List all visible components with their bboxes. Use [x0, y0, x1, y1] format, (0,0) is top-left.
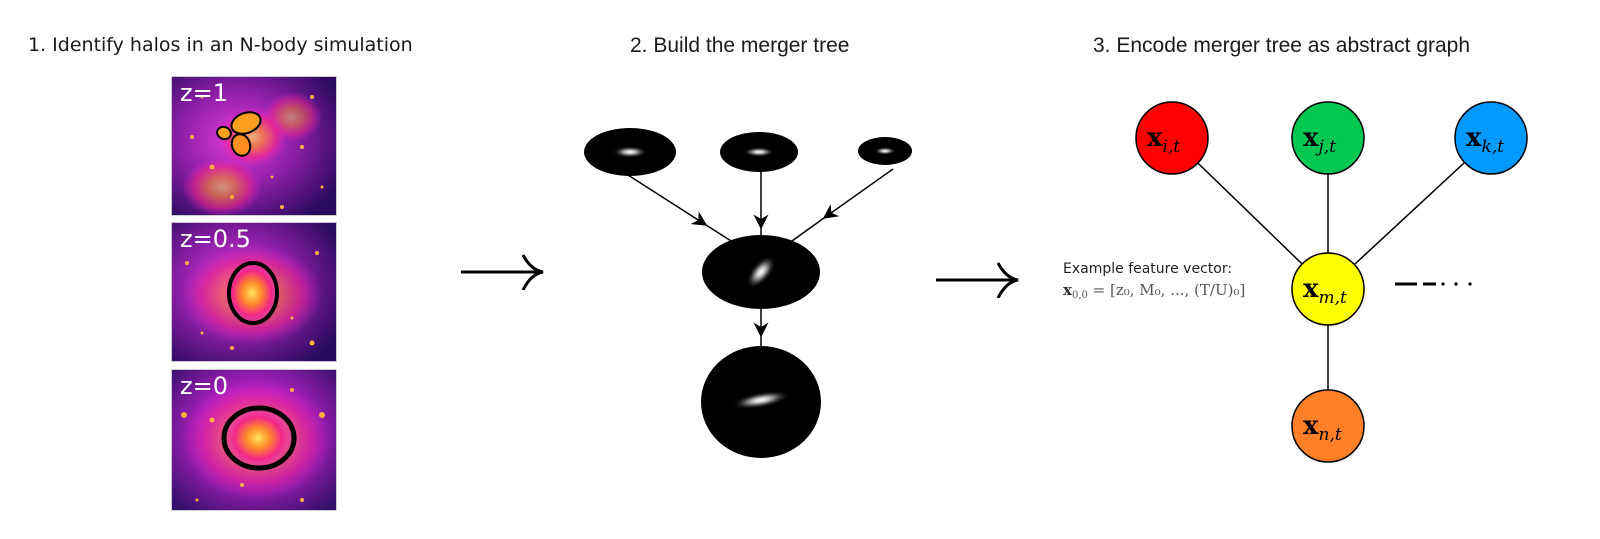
halo-marker — [221, 405, 297, 471]
step3-title: 3. Encode merger tree as abstract graph — [1093, 34, 1471, 57]
graph-node-i — [1135, 101, 1209, 175]
redshift-label: z=1 — [180, 79, 228, 107]
graph-node-label-m: xm,t — [1303, 274, 1347, 308]
halo-marker — [216, 125, 232, 141]
progenitor-halo-2 — [720, 132, 798, 172]
feature-vector-values: = [z₀, M₀, ..., (T/U)₀] — [1092, 281, 1246, 299]
graph-node-label-i: xi,t — [1147, 123, 1180, 157]
snapshot-z0.5: z=0.5 — [171, 222, 337, 362]
graph-node-label-n: xn,t — [1303, 411, 1342, 445]
abstract-graph: xi,t xj,t xk,t xm,t xn,t — [1135, 101, 1528, 463]
step1-title: 1. Identify halos in an N-body simulatio… — [28, 34, 413, 56]
continuation-ellipsis-icon — [1395, 282, 1472, 286]
arrow-step1-to-2-icon — [461, 254, 544, 290]
feature-vector-subscript: 0,0 — [1071, 290, 1088, 301]
graph-node-label-j: xj,t — [1303, 123, 1336, 157]
feature-vector-symbol: x — [1063, 281, 1072, 299]
graph-node-m — [1291, 252, 1365, 326]
graph-node-j — [1291, 101, 1365, 175]
graph-node-k — [1454, 101, 1528, 175]
graph-node-label-k: xk,t — [1466, 123, 1504, 157]
snapshot-z1: z=1 — [171, 76, 337, 216]
feature-vector-label: Example feature vector: — [1063, 261, 1233, 277]
feature-vector-formula: x0,0 = [z₀, M₀, ..., (T/U)₀] — [1063, 281, 1245, 301]
final-halo — [701, 346, 821, 458]
graph-edge-k-m — [1327, 137, 1492, 290]
progenitor-halo-1 — [584, 128, 676, 176]
halo-marker — [227, 261, 279, 325]
arrow-step2-to-3-icon — [936, 262, 1019, 298]
redshift-label: z=0 — [180, 372, 228, 400]
step2-title: 2. Build the merger tree — [630, 34, 850, 57]
redshift-label: z=0.5 — [180, 225, 251, 253]
merged-halo — [702, 235, 820, 309]
snapshot-z0: z=0 — [171, 369, 337, 511]
graph-node-n — [1291, 389, 1365, 463]
progenitor-halo-3 — [858, 137, 912, 165]
halo-marker — [230, 111, 262, 135]
halo-marker — [230, 133, 252, 157]
merger-tree — [584, 128, 912, 458]
